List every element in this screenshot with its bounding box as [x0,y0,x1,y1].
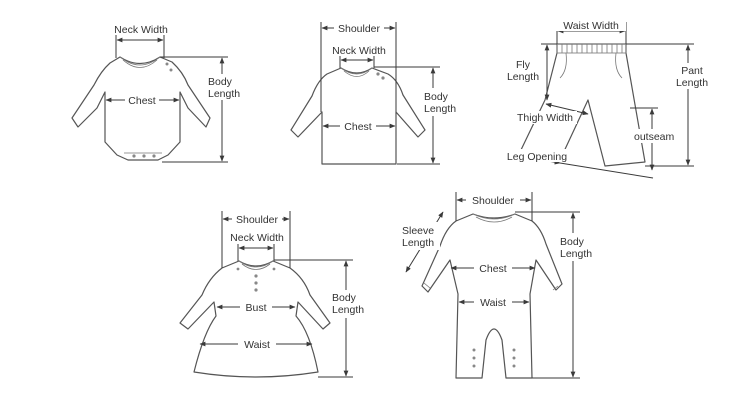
pants-left-pocket [559,52,567,79]
bodysuit-diagram: Neck Width Chest Body Length [71,22,245,163]
romper-chest-label: Chest [479,263,507,275]
romper-sleeve-label-1: Sleeve [402,225,434,237]
pants-leg-opening-label: Leg Opening [507,151,567,163]
sweater-shoulder-label: Shoulder [338,23,381,35]
bodysuit-snap-3 [152,154,156,158]
romper-snap-right-2 [512,356,516,360]
dress-button-3 [254,288,258,292]
dress-neck-label: Neck Width [230,232,284,244]
dress-bust-label: Bust [245,302,266,314]
bodysuit-collar-rib [119,56,161,68]
romper-snap-right-1 [512,348,516,352]
romper-sleeve-label-2: Length [402,237,434,249]
romper-collar-rib [472,213,516,223]
dress-length-label-1: Body [332,292,357,304]
pants-thigh-arrow [545,102,589,116]
dress-waist-label: Waist [244,339,270,351]
romper-snap-left-1 [472,348,476,352]
pants-diagram: Waist Width Fly Length Pant Length Thigh… [503,18,714,179]
pants-leg-opening-extension [559,162,654,179]
dress-diagram: Shoulder Neck Width Bust Waist Body Leng… [179,211,370,378]
sweater-shoulder-button-1 [376,72,380,76]
romper-diagram: Shoulder Sleeve Length Chest Waist Body … [400,192,598,379]
sweater-collar-rib [340,67,373,77]
pants-fly-label-1: Fly [516,59,531,71]
pants-thigh-label: Thigh Width [517,112,573,124]
romper-length-label-1: Body [560,236,585,248]
sweater-length-label-2: Length [424,103,456,115]
bodysuit-snap-1 [132,154,136,158]
dress-length-label-2: Length [332,304,364,316]
pants-waist-label: Waist Width [563,20,619,32]
bodysuit-shoulder-snap-1 [165,62,169,66]
sweater-shoulder-button-2 [381,76,385,80]
pants-waistband [556,43,627,54]
romper-length-label-2: Length [560,248,592,260]
dress-collar-rib [238,260,274,270]
pants-pant-label-2: Length [676,77,708,89]
bodysuit-neck-label: Neck Width [114,24,168,36]
bodysuit-snap-2 [142,154,146,158]
romper-waist-label: Waist [480,297,506,309]
sweater-chest-label: Chest [344,121,372,133]
bodysuit-length-label-1: Body [208,76,233,88]
romper-cuff-left [423,282,431,289]
romper-snap-right-3 [512,364,516,368]
pants-fly-label-2: Length [507,71,539,83]
sweater-outline [290,67,426,165]
pants-right-pocket [615,52,623,79]
romper-snap-left-2 [472,356,476,360]
dress-button-2 [254,281,258,285]
bodysuit-length-label-2: Length [208,88,240,100]
dress-shoulder-button-1 [236,267,240,271]
sweater-diagram: Shoulder Neck Width Chest Body Length [290,21,462,165]
dress-shoulder-label: Shoulder [236,214,279,226]
dress-outline [179,260,331,378]
bodysuit-shoulder-snap-2 [169,68,173,72]
sweater-neck-label: Neck Width [332,45,386,57]
bodysuit-chest-label: Chest [128,95,156,107]
romper-snap-left-3 [472,364,476,368]
pants-waistband-rib [561,44,623,53]
sweater-length-label-1: Body [424,91,449,103]
pants-outseam-label: outseam [634,131,675,143]
romper-shoulder-label: Shoulder [472,195,515,207]
pants-pant-label-1: Pant [681,65,703,77]
dress-button-1 [254,274,258,278]
romper-cuff-right [552,285,559,291]
bodysuit-outline [71,56,211,161]
dress-shoulder-button-2 [272,267,276,271]
